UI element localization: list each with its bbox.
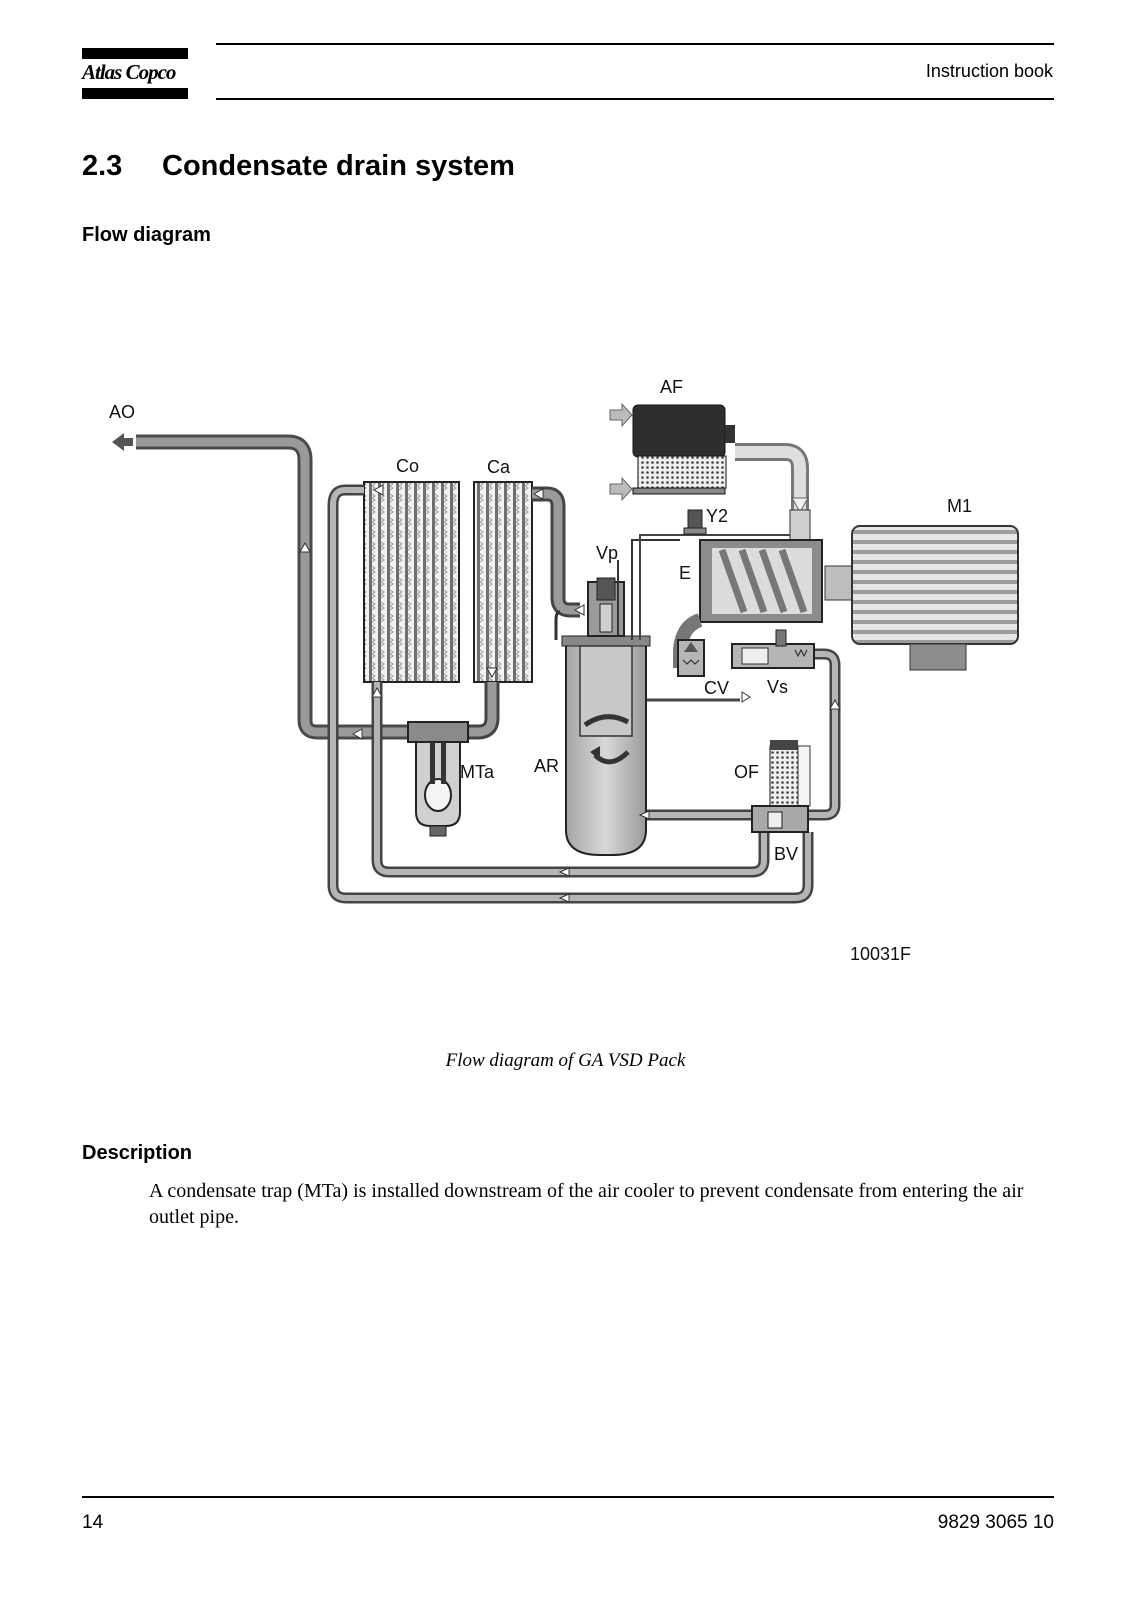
flow-diagram: AO Co Ca AF Y2 Vp E M1 CV Vs MTa AR OF B… bbox=[109, 377, 1019, 964]
stop-valve-vs bbox=[731, 629, 815, 669]
label-of: OF bbox=[734, 762, 759, 782]
flow-diagram-heading: Flow diagram bbox=[82, 224, 211, 246]
doc-type: Instruction book bbox=[925, 61, 1053, 81]
figure-caption: Flow diagram of GA VSD Pack bbox=[445, 1050, 686, 1071]
logo-bottom-bar bbox=[82, 88, 188, 99]
check-valve bbox=[677, 639, 705, 677]
label-m1: M1 bbox=[947, 496, 972, 516]
oil-filter bbox=[769, 740, 811, 811]
air-cooler bbox=[473, 481, 533, 683]
label-ca: Ca bbox=[487, 457, 511, 477]
label-ar: AR bbox=[534, 756, 559, 776]
minimum-pressure-valve bbox=[587, 539, 680, 640]
description-text: A condensate trap (MTa) is installed dow… bbox=[149, 1180, 1024, 1228]
air-receiver bbox=[554, 610, 651, 856]
label-e: E bbox=[679, 563, 691, 583]
section-title: Condensate drain system bbox=[162, 150, 515, 182]
figure-code: 10031F bbox=[850, 944, 911, 964]
compressor-element bbox=[673, 509, 823, 668]
air-outlet-pipe bbox=[112, 433, 410, 740]
air-filter bbox=[609, 402, 809, 520]
drive-motor bbox=[824, 525, 1019, 671]
document-number: 9829 3065 10 bbox=[937, 1512, 1054, 1533]
label-mta: MTa bbox=[460, 762, 495, 782]
description-heading: Description bbox=[82, 1142, 193, 1164]
flow-arrows bbox=[299, 484, 841, 903]
air-inlet-arrow-icon bbox=[609, 402, 633, 428]
label-co: Co bbox=[396, 456, 419, 476]
logo-top-bar bbox=[82, 48, 188, 59]
air-piping bbox=[440, 486, 580, 740]
air-outlet-arrow-icon bbox=[112, 433, 124, 451]
condensate-trap bbox=[407, 721, 469, 837]
oil-piping bbox=[327, 484, 841, 904]
label-cv: CV bbox=[704, 678, 729, 698]
oil-cooler bbox=[363, 481, 460, 683]
footer-rule bbox=[82, 1496, 1054, 1498]
label-af: AF bbox=[660, 377, 683, 397]
page-number: 14 bbox=[82, 1512, 104, 1533]
section-number: 2.3 bbox=[82, 150, 123, 182]
label-vs: Vs bbox=[767, 677, 788, 697]
label-ao: AO bbox=[109, 402, 135, 422]
header-rule-top bbox=[216, 43, 1054, 45]
label-y2: Y2 bbox=[706, 506, 728, 526]
bypass-valve bbox=[751, 805, 809, 833]
atlas-copco-logo: Atlas Copco bbox=[82, 60, 176, 84]
header-rule-bottom bbox=[216, 98, 1054, 100]
air-inlet-arrow-icon bbox=[609, 476, 633, 502]
label-bv: BV bbox=[774, 844, 798, 864]
solenoid-valve-y2 bbox=[639, 509, 790, 640]
label-vp: Vp bbox=[596, 543, 618, 563]
